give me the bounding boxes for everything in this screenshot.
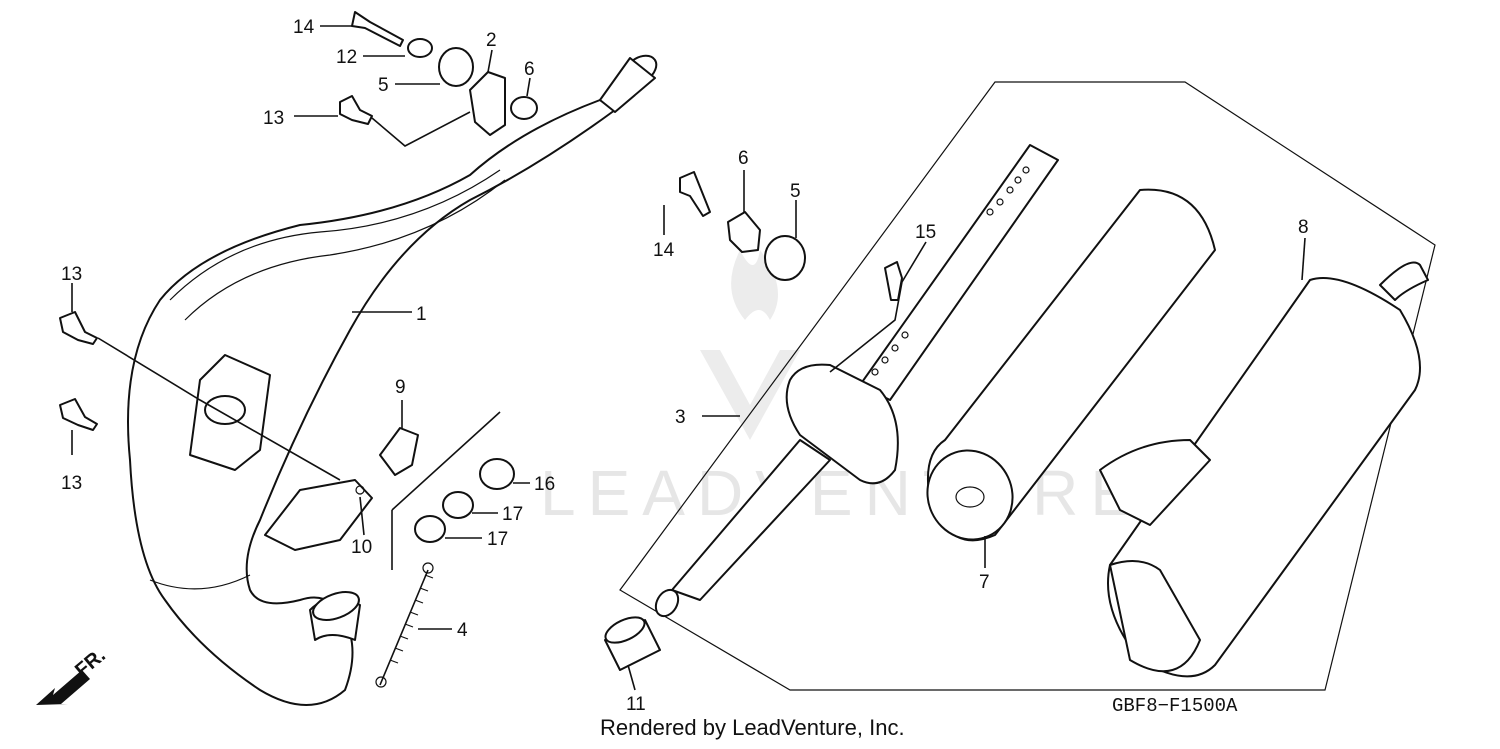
washer-12 bbox=[407, 38, 433, 58]
callout-8: 8 bbox=[1298, 217, 1309, 238]
bolt-13c bbox=[59, 398, 98, 431]
stay-10 bbox=[264, 479, 373, 551]
o-ring-17a bbox=[442, 491, 474, 519]
callout-1: 1 bbox=[416, 304, 427, 325]
bolt-13a bbox=[339, 95, 373, 125]
exhaust-pipe bbox=[127, 54, 658, 706]
callout-9: 9 bbox=[395, 377, 406, 398]
damper-9 bbox=[379, 427, 419, 476]
callout-14a: 14 bbox=[293, 17, 315, 38]
callout-5b: 5 bbox=[790, 181, 801, 202]
callout-12: 12 bbox=[336, 47, 357, 68]
callout-6b: 6 bbox=[738, 148, 749, 169]
bolt-13b bbox=[59, 311, 98, 345]
callout-5a: 5 bbox=[378, 75, 389, 96]
inner-pipe bbox=[654, 144, 1059, 618]
callout-17a: 17 bbox=[502, 504, 523, 525]
callout-14b: 14 bbox=[653, 240, 675, 261]
callout-11: 11 bbox=[626, 694, 646, 715]
grommet-5a bbox=[438, 47, 474, 87]
callout-13b: 13 bbox=[61, 264, 82, 285]
bolt-14a bbox=[351, 11, 404, 47]
callout-4: 4 bbox=[457, 620, 468, 641]
spring bbox=[375, 562, 434, 688]
o-ring-17b bbox=[414, 515, 446, 543]
collar-6b bbox=[727, 211, 761, 253]
o-ring-16 bbox=[479, 458, 515, 490]
credit-text: Rendered by LeadVenture, Inc. bbox=[600, 715, 905, 740]
arrow-icon bbox=[36, 670, 90, 705]
callout-15: 15 bbox=[915, 222, 936, 243]
callouts: 14 12 2 5 6 13 13 13 1 9 10 16 17 17 4 6… bbox=[61, 17, 1309, 715]
collar-6a bbox=[510, 96, 538, 120]
diagram-code: GBF8−F1500A bbox=[1112, 695, 1238, 717]
callout-17b: 17 bbox=[487, 529, 508, 550]
front-direction-indicator: FR. bbox=[36, 644, 110, 705]
stay-2 bbox=[469, 71, 506, 136]
callout-3: 3 bbox=[675, 407, 686, 428]
leader-lines bbox=[71, 25, 1306, 691]
muffler-body bbox=[1099, 261, 1429, 678]
callout-16: 16 bbox=[534, 474, 555, 495]
callout-2: 2 bbox=[486, 30, 497, 51]
callout-13a: 13 bbox=[263, 108, 284, 129]
callout-7: 7 bbox=[979, 572, 990, 593]
muffler-packing bbox=[926, 188, 1216, 542]
grommet-5b bbox=[764, 235, 806, 281]
muffler-assembly-frame bbox=[619, 81, 1436, 691]
callout-6a: 6 bbox=[524, 59, 535, 80]
bolt-14b bbox=[679, 171, 711, 217]
callout-13c: 13 bbox=[61, 473, 82, 494]
callout-10: 10 bbox=[351, 537, 372, 558]
